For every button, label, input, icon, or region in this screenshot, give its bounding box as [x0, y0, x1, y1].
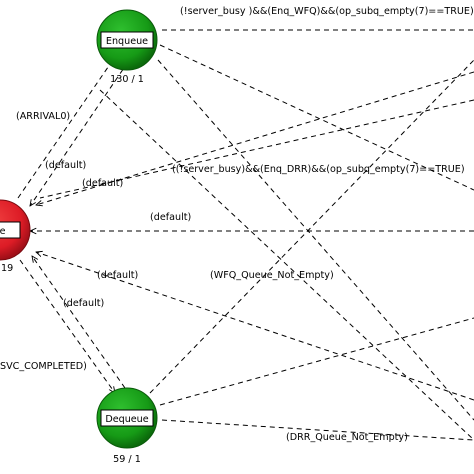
state-idle-counter: 19 [1, 263, 13, 274]
label-arrival[interactable]: (ARRIVAL0) [16, 111, 70, 122]
edge-enqueue-to-idle[interactable] [30, 61, 129, 206]
label-default-5[interactable]: (default) [63, 298, 104, 309]
state-dequeue[interactable]: Dequeue 59 / 1 [96, 387, 158, 465]
edges [17, 29, 474, 441]
edge-idle-to-enqueue[interactable] [17, 57, 115, 199]
edge-enqueue-right-diagonal-1[interactable] [159, 44, 474, 191]
state-idle[interactable]: le 19 [0, 199, 31, 274]
edge-left-to-right-diagonal[interactable] [99, 89, 474, 441]
transition-labels: (!server_busy )&&(Enq_WFQ)&&(op_subq_emp… [0, 6, 474, 443]
label-drr-not-empty[interactable]: (DRR_Queue_Not_Empty) [286, 432, 408, 443]
state-enqueue-name: Enqueue [106, 36, 148, 47]
edge-right-to-idle-upper[interactable] [36, 71, 474, 205]
state-idle-label-box [0, 221, 21, 239]
state-enqueue-label-box [100, 31, 154, 49]
state-enqueue[interactable]: Enqueue 130 / 1 [96, 9, 158, 85]
edge-dequeue-right-mid[interactable] [159, 317, 474, 406]
state-dequeue-name: Dequeue [105, 414, 148, 425]
edge-dequeue-right-up[interactable] [149, 59, 474, 394]
label-enq-drr[interactable]: ((!server_busy)&&(Enq_DRR)&&(op_subq_emp… [172, 164, 465, 175]
edge-idle-to-dequeue[interactable] [19, 259, 115, 393]
label-svc-completed[interactable]: SVC_COMPLETED) [0, 361, 87, 372]
state-idle-name: le [0, 226, 6, 237]
state-dequeue-label-box [100, 409, 154, 427]
label-wfq-not-empty[interactable]: (WFQ_Queue_Not_Empty) [210, 270, 334, 281]
edge-enqueue-right-diagonal-2[interactable] [157, 59, 474, 421]
state-enqueue-counter: 130 / 1 [110, 74, 144, 85]
edge-dequeue-right-low[interactable] [161, 419, 474, 441]
edge-right-to-left-diagonal[interactable] [39, 99, 474, 199]
label-default-3[interactable]: (default) [150, 212, 191, 223]
label-default-1[interactable]: (default) [45, 160, 86, 171]
state-dequeue-counter: 59 / 1 [113, 454, 141, 465]
label-default-4[interactable]: (default) [97, 270, 138, 281]
label-enq-wfq[interactable]: (!server_busy )&&(Enq_WFQ)&&(op_subq_emp… [180, 6, 474, 17]
label-default-2[interactable]: (default) [82, 178, 123, 189]
